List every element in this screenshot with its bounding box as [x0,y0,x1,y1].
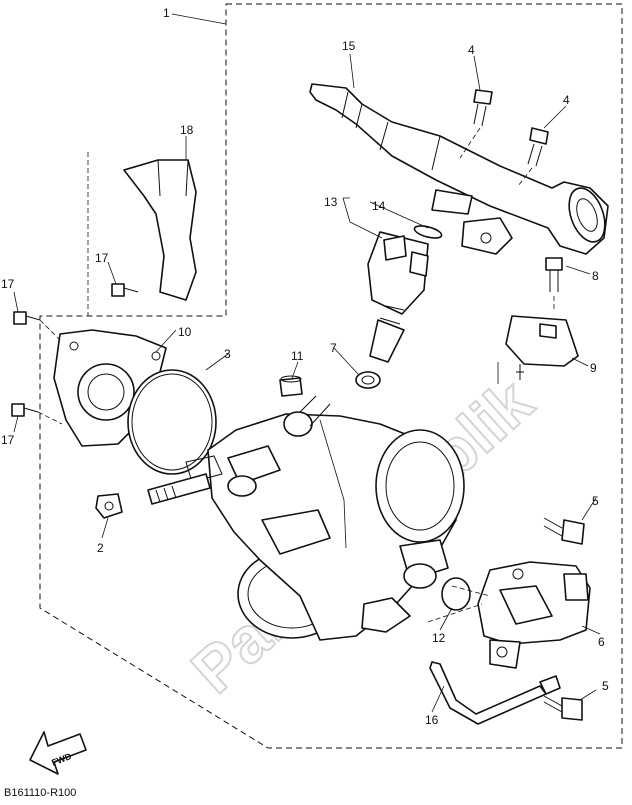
fwd-arrow: FWD [29,731,87,775]
callout-10: 10 [178,325,192,339]
callout-3: 3 [224,347,231,361]
callout-5b: 5 [602,679,609,693]
callout-7: 7 [330,341,337,355]
throttle-position-sensor [477,561,591,669]
screw-upper [543,517,585,545]
callout-18: 18 [180,123,194,137]
nut [95,493,123,519]
injector-seal [355,371,381,389]
callout-1: 1 [163,6,170,20]
callout-5a: 5 [592,494,599,508]
bolt-17-left-lower [11,403,39,417]
callout-2: 2 [97,541,104,555]
gasket [127,369,217,475]
bolt-17-top [111,283,139,297]
callout-11: 11 [291,349,304,363]
o-ring [441,577,471,611]
assembly-outline [39,3,623,749]
bracket [123,159,197,301]
bolt-upper-b [517,127,549,187]
callout-8: 8 [592,269,599,283]
callout-13: 13 [324,195,338,209]
vacuum-hose [429,661,561,725]
callout-14: 14 [372,199,386,213]
injector-o-ring [413,225,443,239]
cap [279,375,303,397]
fuel-delivery-pipe [309,83,609,255]
callout-17a: 17 [95,251,109,265]
callout-17c: 17 [1,433,15,447]
fuel-injector [367,231,429,363]
callout-6: 6 [598,635,605,649]
throttle-body [185,395,465,641]
callout-4a: 4 [468,43,475,57]
screw-sensor [545,257,563,312]
callout-9: 9 [590,361,597,375]
screw-lower [543,695,583,721]
callout-16: 16 [425,713,439,727]
bolt-upper-a [459,89,493,159]
callout-17b: 17 [1,277,15,291]
bolt-17-left-upper [13,311,41,325]
callout-15: 15 [342,39,356,53]
stud-bolt [147,473,211,505]
drawing-code: B161110-R100 [4,787,76,799]
intake-pressure-sensor [497,315,579,384]
callout-4b: 4 [563,93,570,107]
callout-12: 12 [432,631,446,645]
